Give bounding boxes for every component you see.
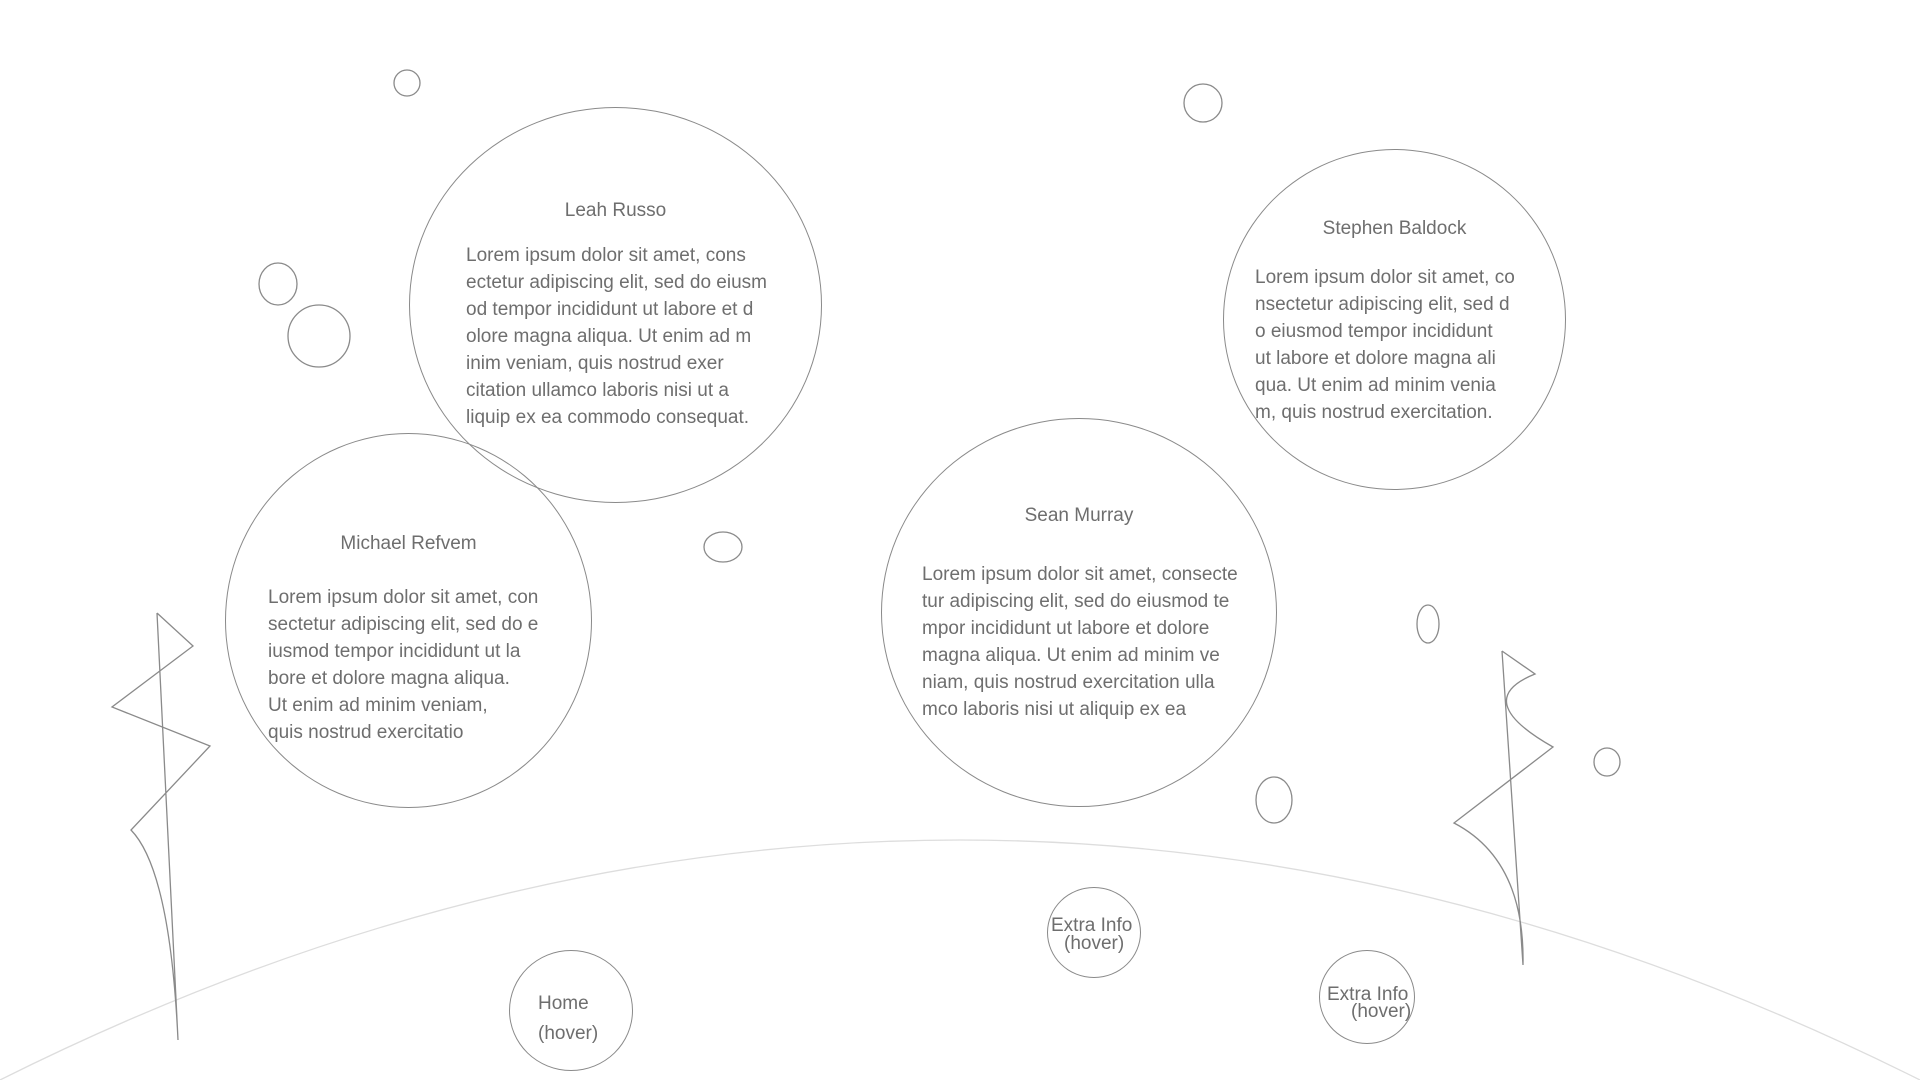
small-bubble xyxy=(1255,776,1293,824)
small-bubble xyxy=(1416,604,1440,644)
person-bubble-leah-russo: Leah Russo Lorem ipsum dolor sit amet, c… xyxy=(409,107,822,503)
extra-info-nav-button-2[interactable]: Extra Info (hover) xyxy=(1319,950,1415,1044)
nav-label: Extra Info xyxy=(1327,984,1409,1005)
small-bubble xyxy=(258,262,298,306)
person-bio: Lorem ipsum dolor sit amet, cons ectetur… xyxy=(466,245,767,428)
seaweed-left xyxy=(110,612,212,1041)
seaweed-right xyxy=(1452,650,1555,966)
small-bubble xyxy=(703,531,743,563)
person-bio: Lorem ipsum dolor sit amet, co nsectetur… xyxy=(1255,267,1515,423)
person-bubble-stephen-baldock: Stephen Baldock Lorem ipsum dolor sit am… xyxy=(1223,149,1566,490)
small-bubble xyxy=(393,69,421,97)
person-name: Leah Russo xyxy=(564,200,667,221)
person-bubble-sean-murray: Sean Murray Lorem ipsum dolor sit amet, … xyxy=(881,418,1277,807)
nav-label: Home xyxy=(538,993,589,1014)
person-name: Stephen Baldock xyxy=(1322,218,1467,239)
home-nav-button[interactable]: Home (hover) xyxy=(509,950,633,1071)
extra-info-nav-button[interactable]: Extra Info (hover) xyxy=(1047,887,1141,978)
person-bio: Lorem ipsum dolor sit amet, con sectetur… xyxy=(268,587,539,743)
small-bubble xyxy=(287,304,351,368)
person-bio: Lorem ipsum dolor sit amet, consecte tur… xyxy=(922,564,1238,720)
nav-label: Extra Info xyxy=(1051,915,1133,936)
ground-arc xyxy=(0,839,1920,1080)
nav-hint: (hover) xyxy=(538,1023,599,1044)
person-bubble-michael-refvem: Michael Refvem Lorem ipsum dolor sit ame… xyxy=(225,433,592,808)
small-bubble xyxy=(1593,747,1621,777)
nav-hint: (hover) xyxy=(1064,933,1125,954)
person-name: Michael Refvem xyxy=(340,533,477,554)
small-bubble xyxy=(1183,83,1223,123)
nav-hint: (hover) xyxy=(1351,1001,1412,1022)
person-name: Sean Murray xyxy=(1024,505,1134,526)
